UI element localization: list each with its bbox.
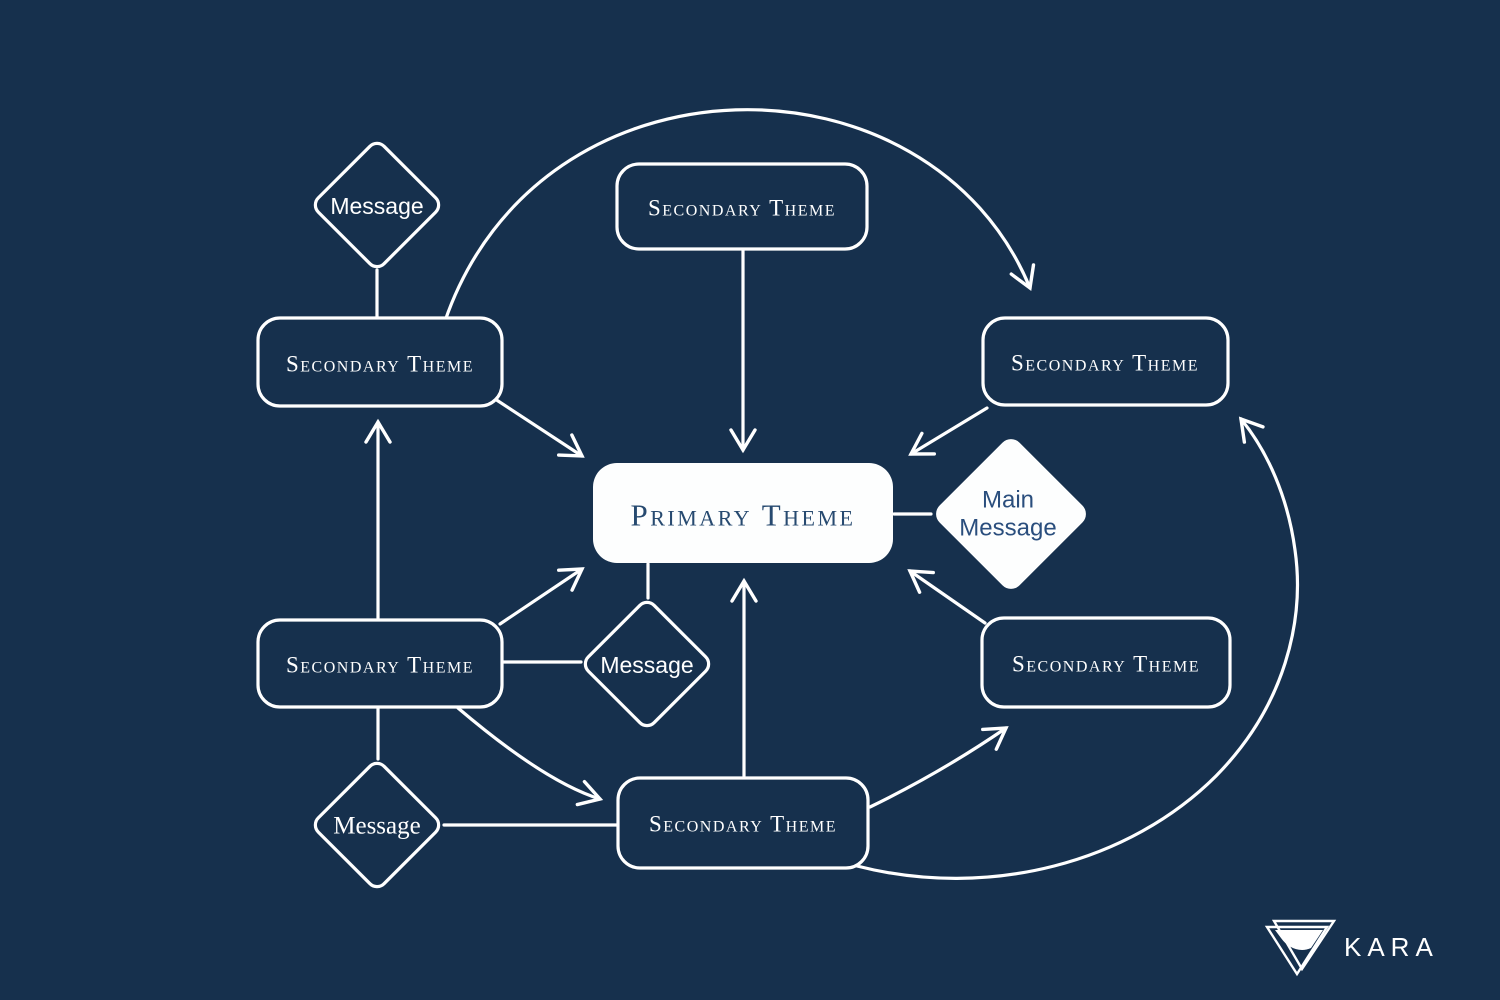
node-secondary-bottom-center xyxy=(616,776,870,870)
node-secondary-top-center xyxy=(615,162,869,251)
logo-wordmark: KARA xyxy=(1344,932,1439,962)
edge-bottomcenter-to-bottomright xyxy=(868,726,1009,809)
edge-topright-to-primary xyxy=(908,406,989,456)
label-secondary-bottom-center: Secondary Theme xyxy=(649,812,837,837)
label-secondary-top-center: Secondary Theme xyxy=(648,196,836,221)
edge-midleft-to-primary xyxy=(498,567,585,626)
node-secondary-bottom-right xyxy=(980,616,1232,709)
node-message-center xyxy=(583,600,711,728)
label-message-center: Message xyxy=(600,652,693,678)
edge-topleft-to-primary xyxy=(490,395,585,458)
label-message-bottom-left: Message xyxy=(333,813,420,840)
logo-triangle-front-icon xyxy=(1264,925,1330,977)
label-secondary-bottom-right: Secondary Theme xyxy=(1012,652,1200,677)
label-message-top-left: Message xyxy=(330,193,423,219)
label-primary: Primary Theme xyxy=(631,498,856,533)
logo-triangle-fill-icon xyxy=(1275,930,1323,950)
label-main-message-line2: Message xyxy=(959,515,1056,542)
node-secondary-mid-left xyxy=(256,618,504,709)
edge-arc-topleft-to-topright xyxy=(443,108,1036,323)
label-secondary-mid-left: Secondary Theme xyxy=(286,653,474,678)
node-message-bottom-left xyxy=(313,761,441,889)
label-secondary-top-right: Secondary Theme xyxy=(1011,351,1199,376)
node-main-message xyxy=(936,439,1086,589)
edge-midleft-to-bottomcenter xyxy=(456,706,604,807)
edge-arc-bottomcenter-to-topright xyxy=(855,416,1299,880)
edge-bottomright-to-primary xyxy=(907,569,987,625)
node-secondary-top-left xyxy=(256,316,504,408)
label-main-message-line1: Main xyxy=(982,487,1034,514)
node-primary xyxy=(593,463,893,563)
brand-logo: KARA xyxy=(1264,919,1439,977)
node-secondary-top-right xyxy=(981,316,1230,407)
node-message-top-left xyxy=(313,141,441,269)
label-secondary-top-left: Secondary Theme xyxy=(286,352,474,377)
